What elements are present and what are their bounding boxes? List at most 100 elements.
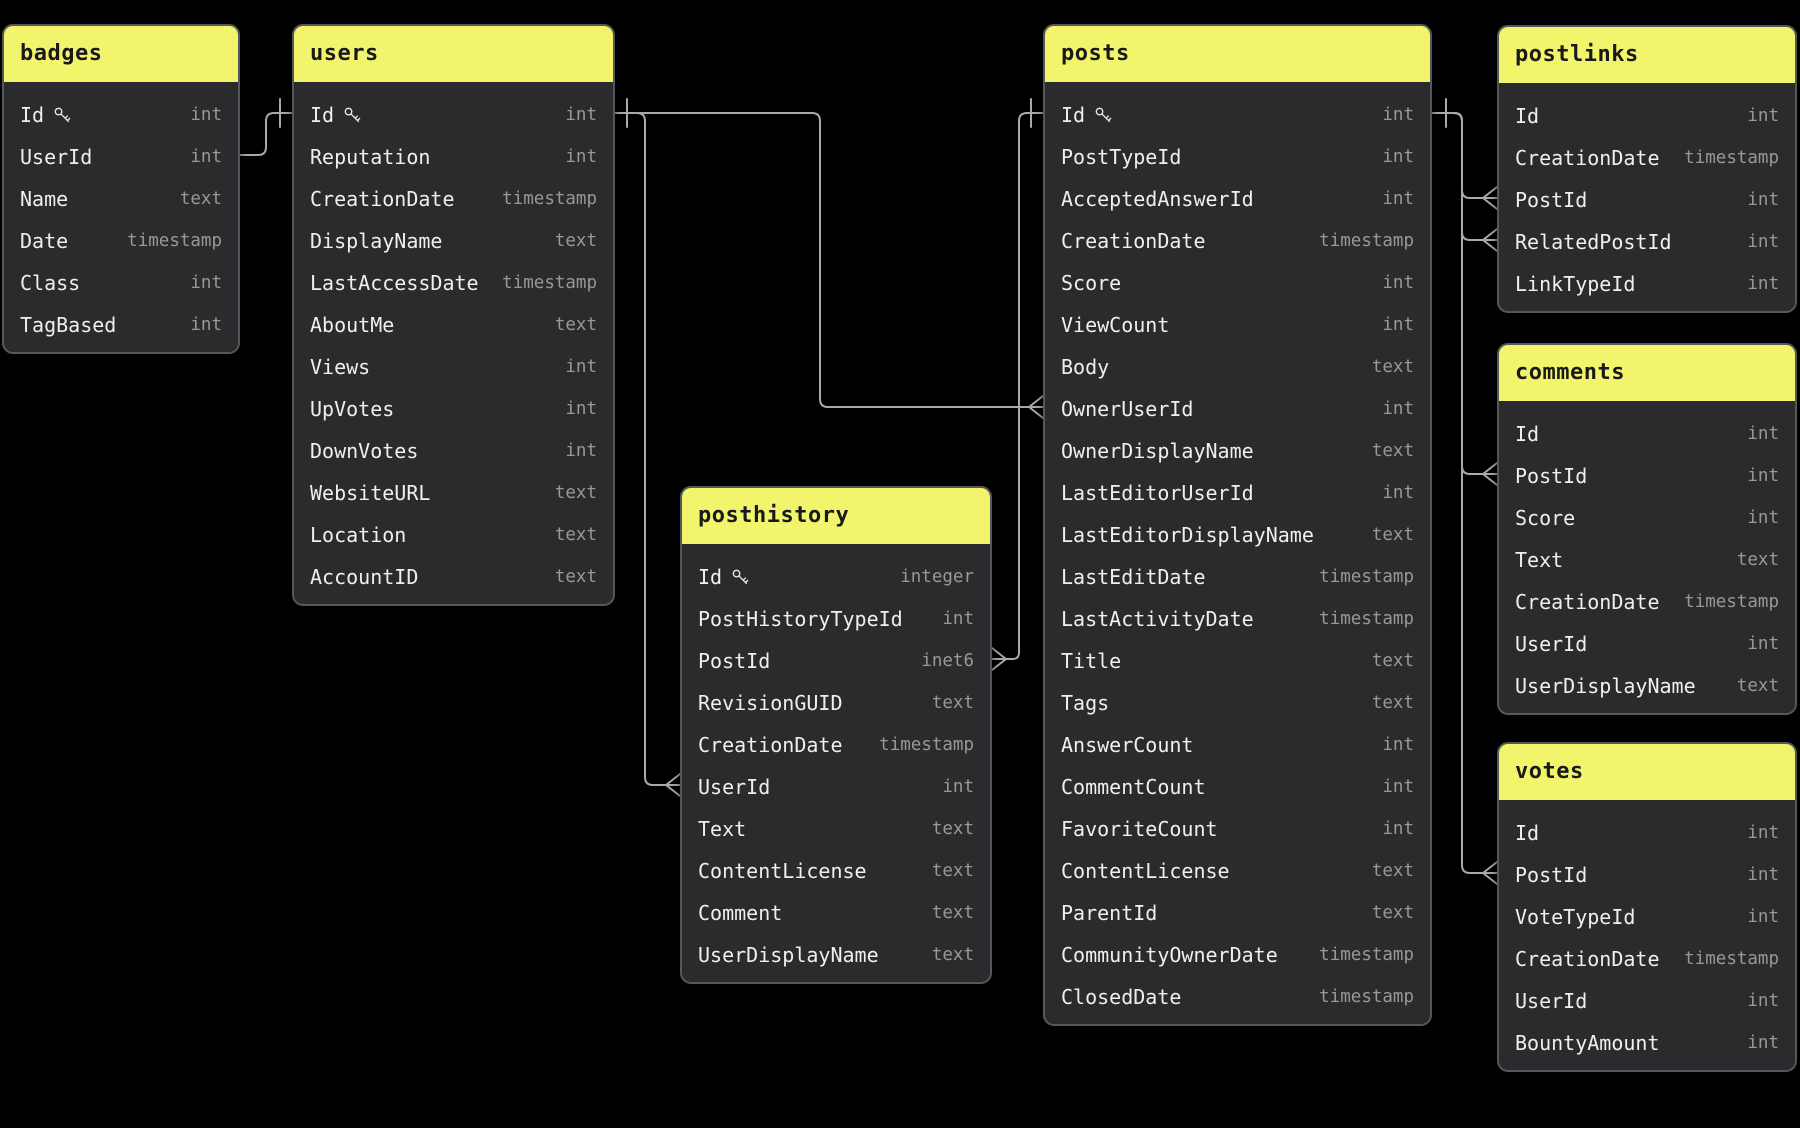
field-name: UserDisplayName bbox=[698, 943, 879, 967]
field-type: timestamp bbox=[1319, 945, 1414, 965]
field-row: Tags text bbox=[1045, 682, 1430, 724]
field-type: int bbox=[1382, 483, 1414, 503]
field-name: PostId bbox=[1515, 464, 1587, 488]
field-type: int bbox=[942, 609, 974, 629]
field-name: AccountID bbox=[310, 565, 418, 589]
field-name-text: CommunityOwnerDate bbox=[1061, 943, 1278, 967]
crow-foot-many-marker bbox=[1482, 462, 1498, 475]
table-header[interactable]: votes bbox=[1499, 744, 1795, 800]
field-name: TagBased bbox=[20, 313, 116, 337]
field-name: RevisionGUID bbox=[698, 691, 843, 715]
field-name-text: ParentId bbox=[1061, 901, 1158, 925]
field-name: Reputation bbox=[310, 145, 430, 169]
table-header[interactable]: posts bbox=[1045, 26, 1430, 82]
field-name-text: PostTypeId bbox=[1061, 145, 1182, 169]
table-header[interactable]: badges bbox=[4, 26, 238, 82]
field-type: text bbox=[1371, 861, 1414, 881]
field-type: int bbox=[1747, 991, 1779, 1011]
field-name-text: Text bbox=[698, 817, 747, 841]
field-name: UserId bbox=[698, 775, 770, 799]
field-name-text: CreationDate bbox=[1515, 590, 1660, 614]
field-name: CreationDate bbox=[1515, 947, 1660, 971]
table-header[interactable]: posthistory bbox=[682, 488, 990, 544]
field-name: Location bbox=[310, 523, 406, 547]
field-name-text: DownVotes bbox=[310, 439, 419, 463]
table-header[interactable]: postlinks bbox=[1499, 27, 1795, 83]
field-name-text: Date bbox=[20, 229, 69, 253]
field-name: Name bbox=[20, 187, 68, 211]
field-type: timestamp bbox=[1319, 567, 1414, 587]
field-type: int bbox=[1747, 823, 1779, 843]
field-type: timestamp bbox=[879, 735, 974, 755]
field-name: Id bbox=[1515, 422, 1539, 446]
field-type: int bbox=[1747, 106, 1779, 126]
field-name: WebsiteURL bbox=[310, 481, 430, 505]
table-header[interactable]: comments bbox=[1499, 345, 1795, 401]
field-type: text bbox=[1371, 693, 1414, 713]
field-type: text bbox=[1371, 651, 1414, 671]
field-name: ParentId bbox=[1061, 901, 1157, 925]
primary-key-icon bbox=[344, 107, 361, 122]
field-row: Reputation int bbox=[294, 136, 613, 178]
field-type: text bbox=[931, 693, 974, 713]
field-name-text: UpVotes bbox=[310, 397, 395, 421]
relationship-edge-posts-postlinks-post bbox=[1431, 98, 1498, 210]
field-name-text: AccountID bbox=[310, 565, 419, 589]
crow-foot-many-marker bbox=[1028, 395, 1044, 408]
table-header[interactable]: users bbox=[294, 26, 613, 82]
field-name: OwnerDisplayName bbox=[1061, 439, 1254, 463]
field-name-text: Text bbox=[1515, 548, 1564, 572]
field-type: int bbox=[565, 105, 597, 125]
field-name-text: Comment bbox=[698, 901, 783, 925]
field-type: int bbox=[1382, 147, 1414, 167]
field-type: text bbox=[1736, 676, 1779, 696]
field-name-text: CreationDate bbox=[1515, 146, 1660, 170]
field-name: UserId bbox=[20, 145, 92, 169]
field-type: timestamp bbox=[1684, 148, 1779, 168]
field-name: PostId bbox=[1515, 863, 1587, 887]
edge-path bbox=[1431, 112, 1484, 475]
field-type: int bbox=[1747, 865, 1779, 885]
field-name-text: Id bbox=[1515, 422, 1540, 446]
field-type: int bbox=[565, 147, 597, 167]
field-type: text bbox=[1371, 441, 1414, 461]
field-type: timestamp bbox=[1684, 949, 1779, 969]
field-type: int bbox=[1382, 777, 1414, 797]
field-name-text: UserDisplayName bbox=[698, 943, 879, 967]
field-name: LastActivityDate bbox=[1061, 607, 1254, 631]
relationship-edge-users-badges bbox=[239, 98, 293, 156]
field-name-text: Tags bbox=[1061, 691, 1110, 715]
field-name-text: Id bbox=[20, 103, 45, 127]
field-type: int bbox=[190, 147, 222, 167]
field-name-text: UserId bbox=[20, 145, 93, 169]
field-name-text: CreationDate bbox=[1061, 229, 1206, 253]
